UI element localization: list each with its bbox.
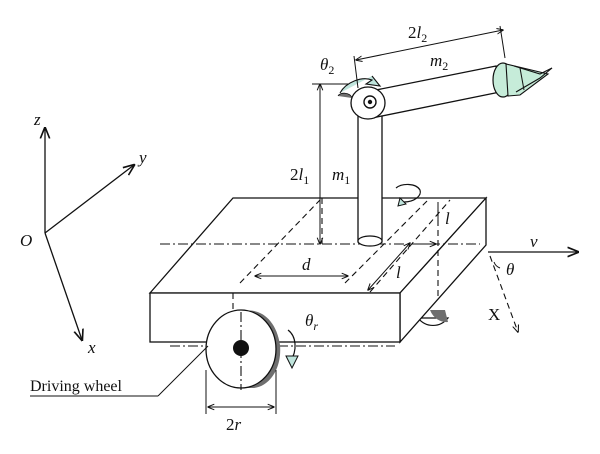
l-right-label: l bbox=[445, 209, 450, 228]
link-1-rotation-arrow bbox=[395, 183, 421, 203]
link-1-mass-label: m1 bbox=[332, 165, 350, 187]
gripper-jaw bbox=[505, 63, 550, 97]
l-lower-dimension bbox=[368, 243, 410, 290]
d-label: d bbox=[302, 255, 311, 274]
link-2-dimension: 2l2 m2 bbox=[353, 23, 506, 89]
heading-axis-label: X bbox=[488, 305, 500, 324]
link-2-length-arrow bbox=[356, 30, 503, 60]
wheel-diameter-dimension: 2r bbox=[205, 370, 277, 434]
link-2: θ2 bbox=[320, 55, 501, 120]
link-1-base bbox=[357, 235, 383, 247]
rear-wheel bbox=[416, 310, 450, 327]
link-1-length-label: 2l1 bbox=[290, 165, 309, 187]
theta2-rotation-arrow bbox=[339, 75, 382, 94]
y-axis-label: y bbox=[137, 148, 147, 167]
l-lower-label: l bbox=[396, 263, 401, 282]
motion-indicators: v θ X bbox=[488, 232, 578, 332]
theta2-label: θ2 bbox=[320, 55, 334, 77]
link-1-body bbox=[357, 111, 383, 243]
y-axis bbox=[44, 165, 134, 234]
driving-wheel-leader-line bbox=[157, 345, 209, 397]
heading-line bbox=[489, 255, 518, 332]
coordinate-frame: z y x O bbox=[20, 110, 147, 357]
wheel-diameter-label: 2r bbox=[226, 415, 242, 434]
z-axis-label: z bbox=[33, 110, 41, 129]
link-2-body bbox=[365, 65, 501, 119]
velocity-label: v bbox=[530, 232, 538, 251]
link-2-length-label: 2l2 bbox=[408, 23, 427, 45]
origin-label: O bbox=[20, 231, 32, 250]
x-axis bbox=[44, 232, 82, 340]
height-dimension: 2l1 m1 bbox=[290, 84, 352, 244]
wheel-rotation-label: θr bbox=[305, 311, 318, 333]
driving-wheel-label: Driving wheel bbox=[30, 378, 123, 395]
gripper bbox=[492, 62, 553, 98]
heading-angle-arc bbox=[493, 261, 501, 269]
heading-angle-label: θ bbox=[506, 260, 514, 279]
driving-wheel: θr bbox=[205, 309, 318, 390]
link-1 bbox=[357, 111, 421, 247]
driving-wheel-callout: Driving wheel bbox=[30, 345, 209, 397]
link-2-mass-label: m2 bbox=[430, 51, 448, 73]
x-axis-label: x bbox=[87, 338, 96, 357]
